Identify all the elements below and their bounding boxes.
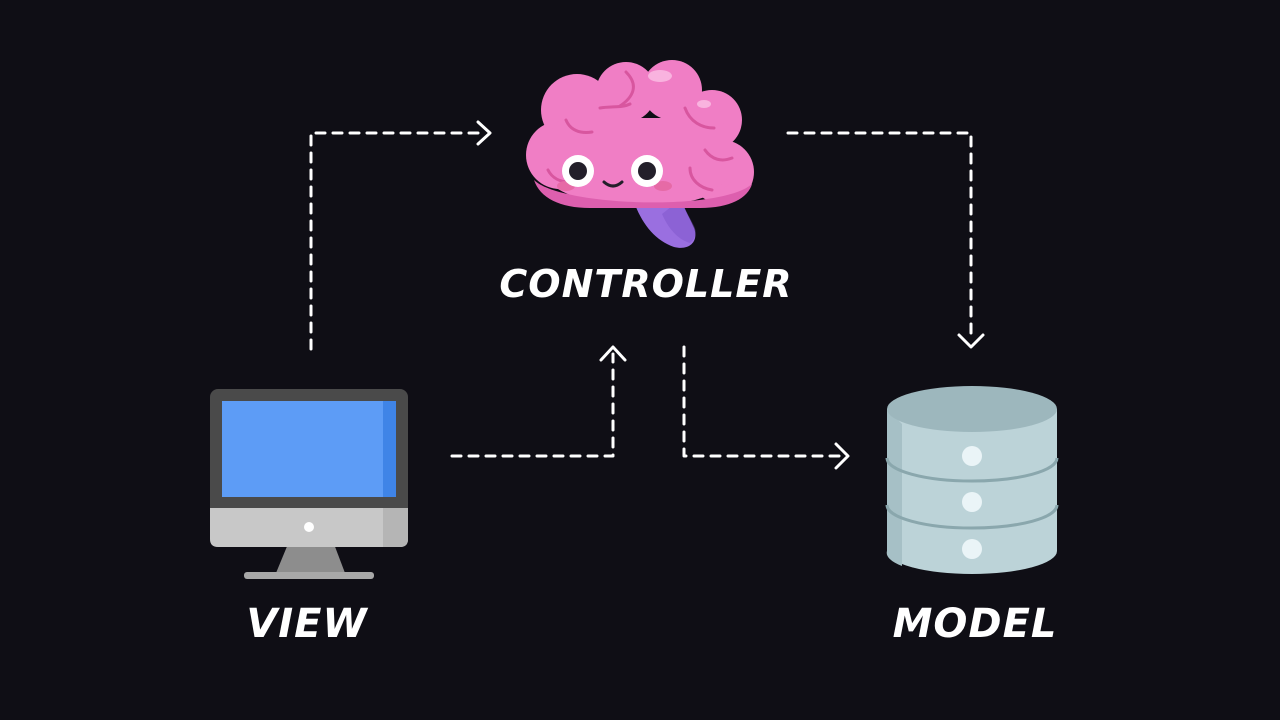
database-icon (885, 386, 1059, 574)
arrow-view-to-controller-top (309, 120, 492, 351)
arrow-controller-to-model-top (786, 131, 985, 349)
arrow-view-to-controller-bottom (450, 345, 627, 458)
model-label: MODEL (892, 601, 1058, 647)
connector-arrows (309, 120, 985, 470)
desktop-monitor-icon (210, 389, 408, 579)
arrow-controller-to-model-left (682, 345, 850, 470)
brain-icon (526, 60, 754, 248)
view-label: VIEW (246, 601, 368, 647)
controller-label: CONTROLLER (499, 262, 793, 306)
